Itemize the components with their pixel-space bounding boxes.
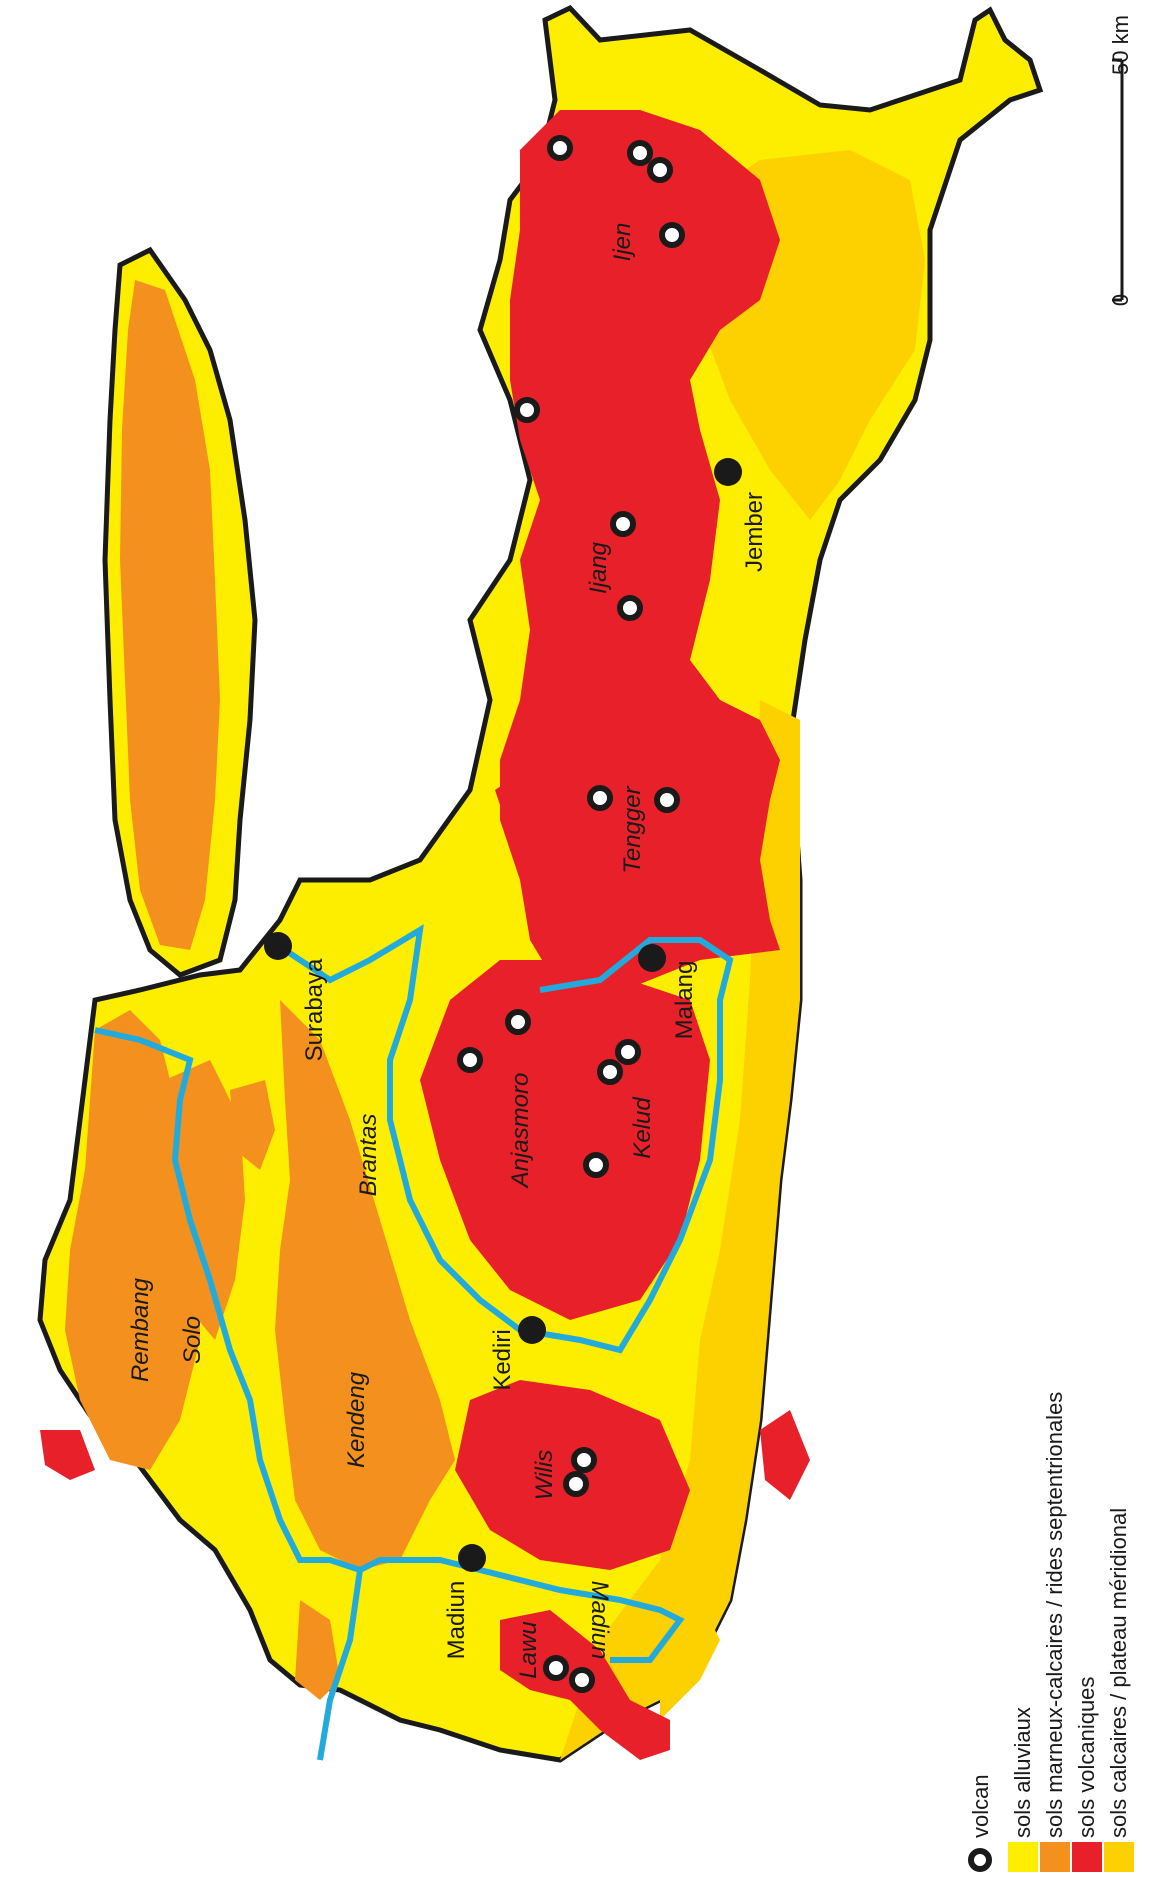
legend-label-volcano: volcan: [968, 1774, 993, 1838]
volcanic-small-rembang: [40, 1430, 95, 1480]
volcano-label-kelud: Kelud: [629, 1097, 656, 1159]
limestone-south-strip: [560, 700, 800, 1760]
volcano-label-wilis: Wilis: [531, 1450, 558, 1500]
volcano-icon: [571, 1447, 597, 1473]
region-label-kendeng: Kendeng: [343, 1371, 370, 1468]
madura-marl: [120, 280, 220, 950]
volcano-icon: [597, 1059, 623, 1085]
legend-label-marl: sols marneux-calcaires / rides septentri…: [1042, 1392, 1067, 1838]
volcano-icon: [617, 595, 643, 621]
river-brantas: [283, 924, 734, 1354]
volcano-icon: [514, 397, 540, 423]
volcano-label-ijang: Ijang: [585, 541, 612, 594]
region-label-rembang: Rembang: [127, 1277, 154, 1382]
volcano-icon: [457, 1047, 483, 1073]
legend-label-volcanic: sols volcaniques: [1074, 1677, 1099, 1838]
city-label-madiun: Madiun: [443, 1581, 470, 1660]
volcano-label-ijen: Ijen: [609, 223, 636, 262]
river-solo-lower: [317, 1569, 363, 1761]
volcano-icon: [505, 1009, 531, 1035]
volcano-label-lawu: Lawu: [515, 1621, 542, 1678]
volcano-label-tengger: Tengger: [619, 785, 646, 873]
city-icon-madiun: [458, 1544, 486, 1572]
city-markers: [264, 458, 742, 1572]
legend-swatch-limestone: [1104, 1842, 1134, 1872]
volcano-icon: [547, 135, 573, 161]
limestone-south-west: [660, 1600, 720, 1720]
volcanic-ijen-tengger: [500, 110, 780, 1000]
river-label-brantas: Brantas: [355, 1114, 382, 1197]
legend-swatch-volcanic: [1072, 1842, 1102, 1872]
legend-swatch-marl: [1040, 1842, 1070, 1872]
volcano-icon: [659, 222, 685, 248]
city-label-kediri: Kediri: [489, 1329, 516, 1390]
river-solo: [94, 1027, 400, 1574]
city-icon-surabaya: [264, 932, 292, 960]
volcanic-small-south: [760, 1410, 810, 1500]
volcano-icon: [610, 511, 636, 537]
marl-kendeng: [275, 1000, 455, 1570]
city-icon-kediri: [518, 1316, 546, 1344]
volcano-icon: [569, 1667, 595, 1693]
volcanic-small-north: [495, 780, 520, 820]
legend-label-limestone: sols calcaires / plateau méridional: [1106, 1508, 1131, 1838]
river-label-solo: Solo: [179, 1316, 206, 1364]
volcano-icon: [543, 1655, 569, 1681]
city-label-malang: Malang: [671, 961, 698, 1040]
scale-label-zero: 0: [1108, 294, 1133, 306]
legend-swatch-alluvial: [1008, 1842, 1038, 1872]
volcano-icon: [563, 1471, 589, 1497]
city-icon-jember: [714, 458, 742, 486]
volcano-markers: [457, 135, 685, 1693]
legend-volcano-icon: [968, 1848, 992, 1872]
volcano-icon: [627, 140, 653, 166]
scale-label-max: 50 km: [1108, 15, 1133, 75]
marl-rembang: [65, 1010, 200, 1470]
marl-solo: [165, 1060, 245, 1340]
legend: volcan sols alluviaux sols marneux-calca…: [968, 1392, 1134, 1872]
legend-label-alluvial: sols alluviaux: [1010, 1707, 1035, 1838]
volcano-icon: [587, 785, 613, 811]
volcano-icon: [647, 157, 673, 183]
scale-bar: 0 50 km: [1108, 15, 1133, 306]
volcano-icon: [583, 1152, 609, 1178]
marl-south-west: [295, 1600, 340, 1700]
volcano-icon: [615, 1039, 641, 1065]
river-label-madiun: Madiun: [586, 1581, 613, 1660]
volcano-label-anjasmoro: Anjasmoro: [507, 1073, 534, 1190]
city-icon-malang: [638, 944, 666, 972]
marl-small-1: [230, 1080, 275, 1170]
volcano-icon: [654, 787, 680, 813]
city-label-surabaya: Surabaya: [301, 958, 328, 1061]
city-label-jember: Jember: [741, 492, 768, 572]
